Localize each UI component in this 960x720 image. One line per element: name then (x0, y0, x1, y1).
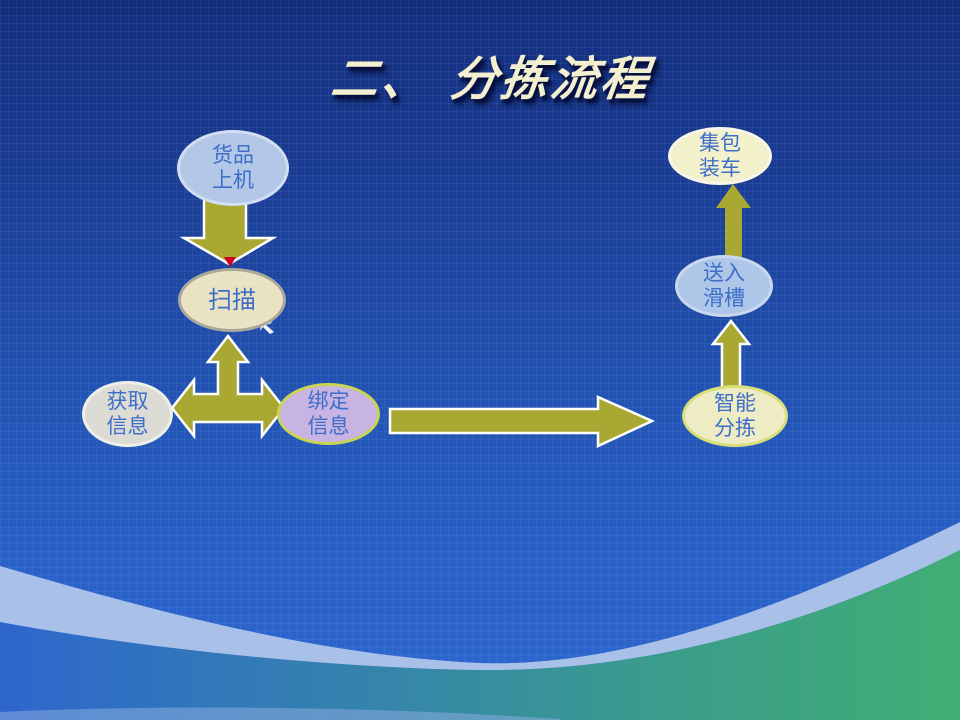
node-smart-sort: 智能 分拣 (682, 385, 788, 447)
node-send-to-chute: 送入 滑槽 (675, 255, 773, 317)
three-way-arrow (170, 333, 286, 440)
wave-band (0, 522, 960, 671)
wave-green (0, 550, 960, 720)
wave-strip (0, 707, 560, 720)
slide-title: 二、 分拣流程 (0, 40, 960, 109)
node-goods-on-machine: 货品 上机 (177, 130, 289, 206)
slide-title-text: 二、 分拣流程 (328, 52, 655, 107)
arrow-bind-to-sort (388, 395, 656, 448)
node-scan: 扫描 (178, 268, 286, 332)
node-get-info: 获取 信息 (82, 381, 173, 447)
arrow-chute-to-pack (716, 184, 751, 258)
node-bind-info: 绑定 信息 (277, 383, 380, 445)
node-pack-and-load: 集包 装车 (668, 127, 772, 185)
red-tip-marker (224, 257, 236, 267)
arrow-goods-to-scan (179, 194, 278, 266)
arrow-sort-to-chute (710, 318, 752, 392)
